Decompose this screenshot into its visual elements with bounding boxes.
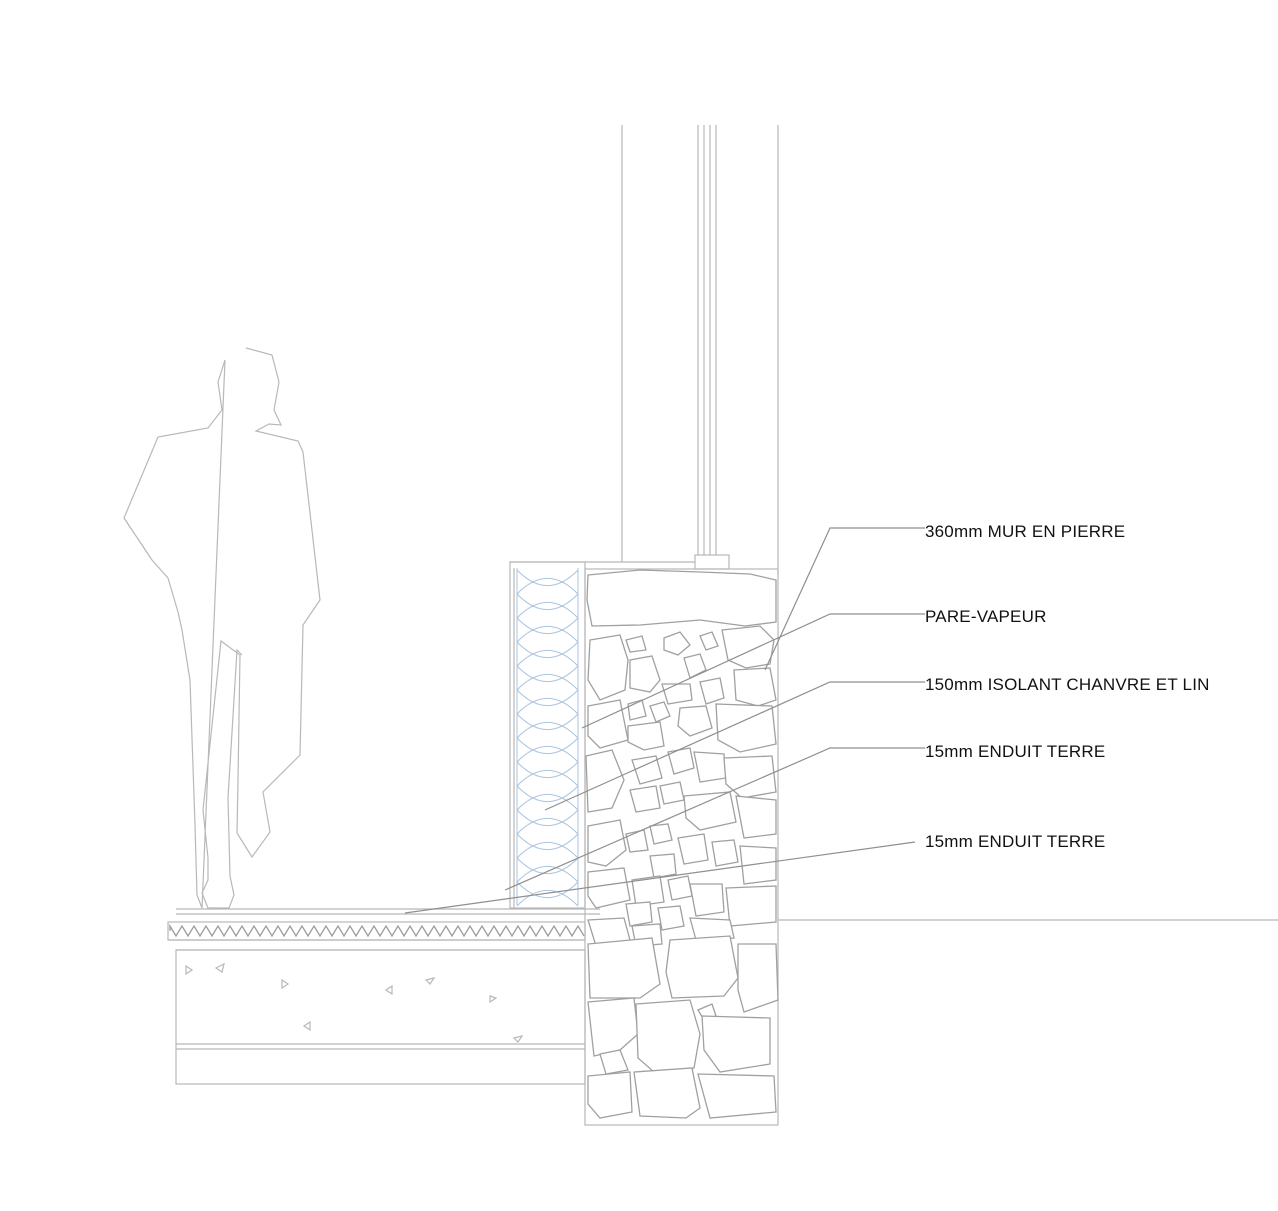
label-earth-plaster-1: 15mm ENDUIT TERRE [925, 742, 1105, 761]
label-earth-plaster-2: 15mm ENDUIT TERRE [925, 832, 1105, 851]
leader-lines [404, 527, 925, 914]
label-insulation: 150mm ISOLANT CHANVRE ET LIN [925, 675, 1210, 694]
floor-slab [167, 908, 600, 1085]
label-stone-wall: 360mm MUR EN PIERRE [925, 522, 1125, 541]
window-frame [621, 125, 779, 575]
stone-wall [584, 568, 779, 1126]
label-vapour-barrier: PARE-VAPEUR [925, 607, 1047, 626]
human-silhouette-icon [123, 347, 321, 909]
insulation-layer [509, 561, 695, 909]
